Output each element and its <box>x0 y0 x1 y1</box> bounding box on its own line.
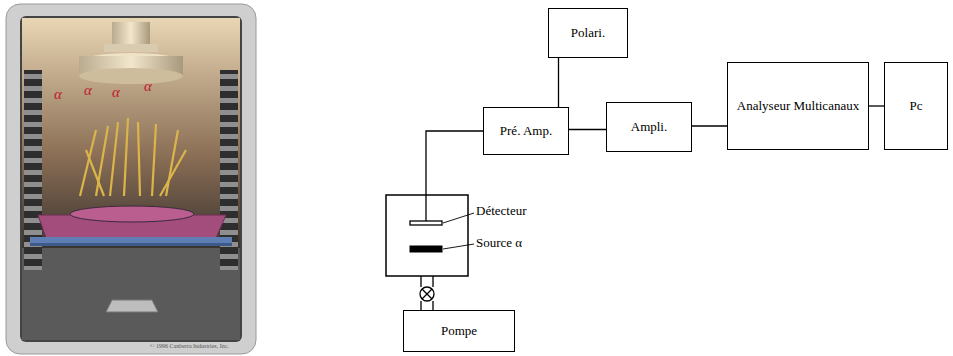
computer-box: Pc <box>884 62 948 150</box>
box-text: Pc <box>910 98 923 115</box>
bias-supply-box: Polari. <box>548 8 628 58</box>
detector-symbol <box>410 221 442 225</box>
copyright-note: © 1996 Canberra Industries, Inc. <box>150 343 229 349</box>
alpha-symbol: α <box>54 86 62 103</box>
alpha-symbol: α <box>84 82 92 99</box>
box-text: Analyseur Multicanaux <box>737 98 859 115</box>
signal-wire <box>869 105 884 106</box>
multichannel-analyser-box: Analyseur Multicanaux <box>727 62 869 150</box>
part-label: Détecteur <box>476 203 527 219</box>
valve-symbol <box>422 289 432 299</box>
leader-line <box>443 244 474 249</box>
signal-wire <box>569 129 606 130</box>
part-label: Source α <box>476 235 522 251</box>
signal-wire <box>558 58 559 107</box>
leader-line <box>443 213 474 223</box>
box-text: Ampli. <box>631 119 667 136</box>
preamplifier-box: Pré. Amp. <box>483 107 569 155</box>
signal-wire <box>426 131 483 200</box>
detector-wire <box>425 200 426 221</box>
signal-wire <box>692 125 727 126</box>
vacuum-chamber <box>386 195 468 276</box>
amplifier-box: Ampli. <box>606 102 692 152</box>
alpha-symbol: α <box>144 78 152 95</box>
valve-symbol <box>420 287 434 301</box>
vacuum-pipe <box>421 276 433 310</box>
chamber-schematic <box>386 195 474 310</box>
box-text: Pompe <box>441 323 477 340</box>
source-symbol <box>410 246 442 252</box>
pump-box: Pompe <box>403 310 515 352</box>
box-text: Polari. <box>571 25 605 42</box>
alpha-symbol: α <box>112 84 120 101</box>
vacuum-chamber-illustration <box>6 4 256 354</box>
box-text: Pré. Amp. <box>500 123 552 140</box>
